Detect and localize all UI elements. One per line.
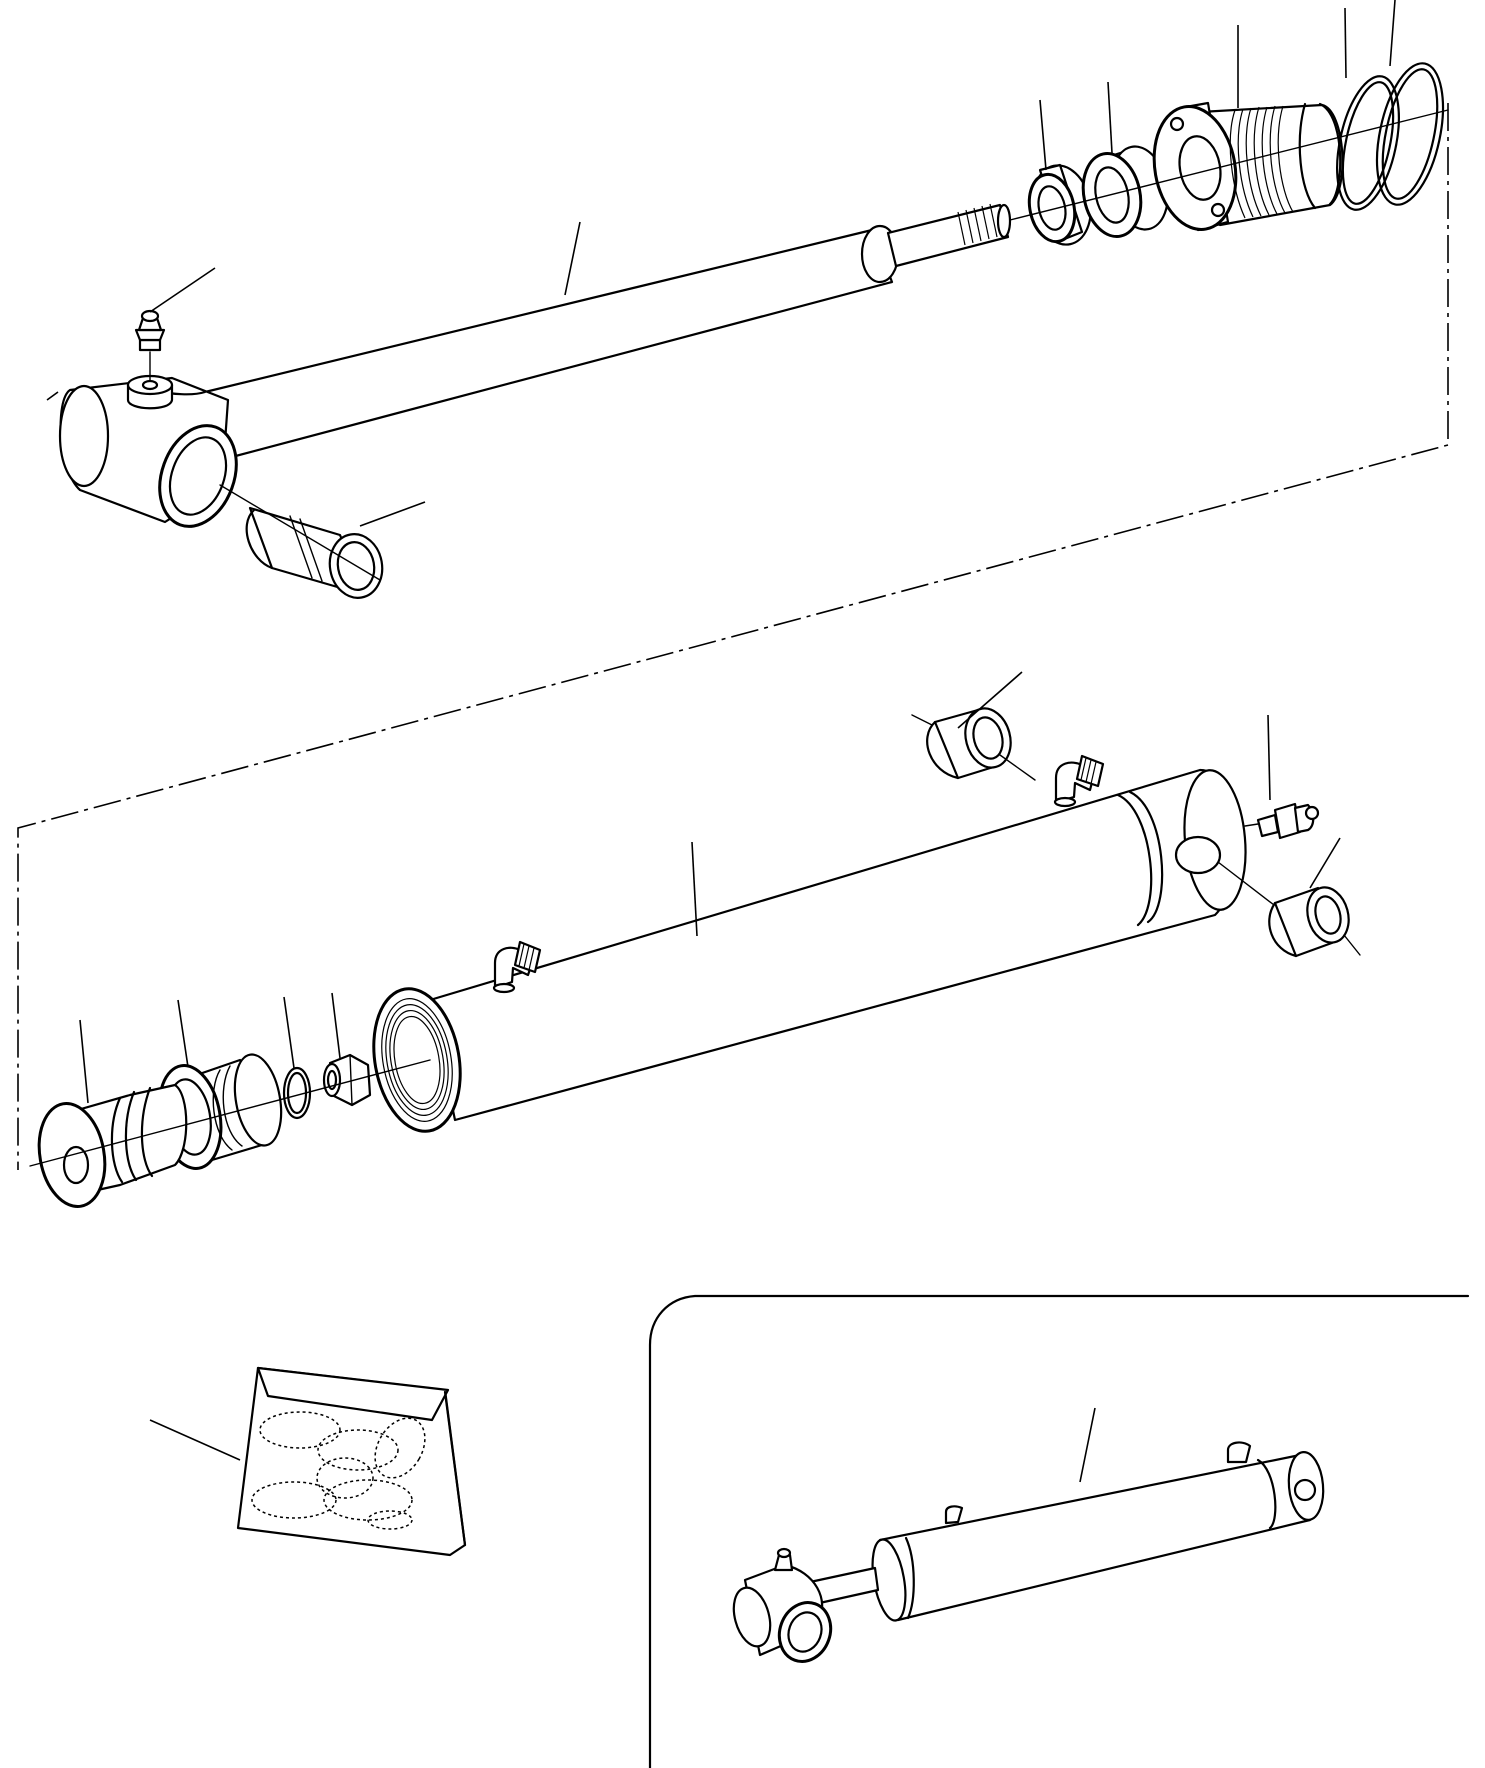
gland-head-icon <box>1152 101 1344 232</box>
seal-kit <box>149 1366 467 1557</box>
complete-cylinder-inset <box>648 1294 1470 1768</box>
wiper-seal-icon <box>1027 163 1092 246</box>
hose-port-icon <box>492 940 542 994</box>
axis-line <box>219 484 381 581</box>
nut-icon <box>322 1053 372 1107</box>
hose-port-icon <box>1053 754 1105 808</box>
bushing-icon <box>1217 861 1361 958</box>
bushing-icon <box>245 506 384 599</box>
leader-lines-top <box>46 0 1396 527</box>
rod-eye-icon <box>58 374 238 528</box>
complete-cylinder-icon <box>732 1441 1325 1663</box>
grease-nipple-icon <box>1244 802 1320 840</box>
grease-nipple-icon <box>134 309 166 381</box>
piston-seal-icon <box>157 1053 283 1170</box>
piston-rod-assembly <box>46 0 1449 599</box>
bushing-icon <box>911 707 1036 781</box>
backup-ring-icon <box>1375 62 1445 206</box>
barrel-assembly <box>29 671 1361 1209</box>
piston-rod-icon <box>203 203 1012 460</box>
o-ring-icon <box>1336 75 1400 211</box>
seal-kit-bag-icon <box>236 1366 467 1557</box>
leader-lines-middle <box>79 671 1341 1104</box>
section-divider-dashed-line <box>17 103 1449 1170</box>
piston-icon <box>37 1083 188 1209</box>
barrel-icon <box>372 768 1247 1133</box>
